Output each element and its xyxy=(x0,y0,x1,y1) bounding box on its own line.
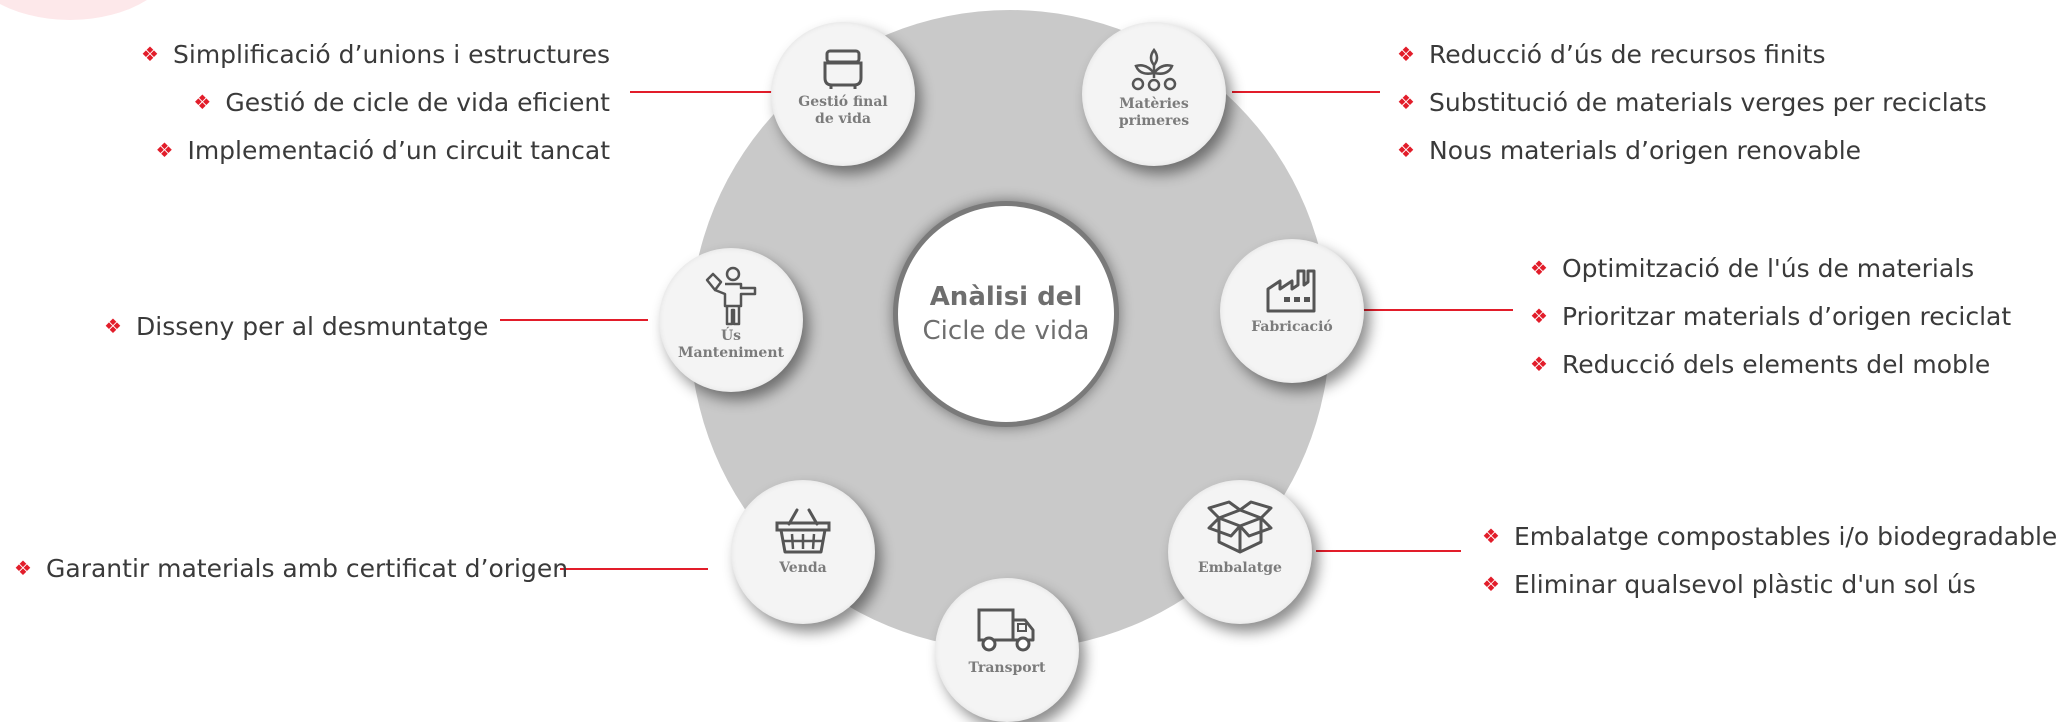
note-item: ❖ Substitució de materials verges per re… xyxy=(1395,78,1987,126)
note-item: ❖ Eliminar qualsevol plàstic d'un sol ús xyxy=(1480,560,2057,608)
diamond-bullet-icon: ❖ xyxy=(1530,256,1548,280)
node-label-materies: Matèries primeres xyxy=(1118,96,1190,129)
box-icon xyxy=(1207,500,1273,554)
note-item: ❖ Nous materials d’origen renovable xyxy=(1395,126,1987,174)
diamond-bullet-icon: ❖ xyxy=(193,90,212,114)
note-text: Embalatge compostables i/o biodegradable… xyxy=(1514,521,2057,551)
connector-us xyxy=(500,319,648,321)
notes-venda: ❖ Garantir materials amb certificat d’or… xyxy=(12,544,568,592)
note-text: Disseny per al desmuntatge xyxy=(136,311,489,341)
connector-embalatge xyxy=(1316,550,1461,552)
note-item: ❖ Disseny per al desmuntatge xyxy=(102,302,488,350)
notes-materies: ❖ Reducció d’ús de recursos finits ❖ Sub… xyxy=(1395,30,1987,174)
note-text: Nous materials d’origen renovable xyxy=(1429,135,1862,165)
connector-venda xyxy=(560,568,708,570)
diamond-bullet-icon: ❖ xyxy=(1530,304,1548,328)
notes-embalatge: ❖ Embalatge compostables i/o biodegradab… xyxy=(1480,512,2057,608)
connector-fabricacio xyxy=(1363,309,1513,311)
note-text: Optimització de l'ús de materials xyxy=(1562,253,1975,283)
node-label-transport: Transport xyxy=(968,660,1046,676)
diamond-bullet-icon: ❖ xyxy=(1530,352,1548,376)
note-item: ❖ Reducció d’ús de recursos finits xyxy=(1395,30,1987,78)
node-gestio-final[interactable]: Gestió final de vida xyxy=(771,22,915,166)
note-text: Eliminar qualsevol plàstic d'un sol ús xyxy=(1514,569,1976,599)
note-item: ❖ Gestió de cicle de vida eficient xyxy=(139,78,610,126)
diamond-bullet-icon: ❖ xyxy=(104,314,122,338)
notes-us: ❖ Disseny per al desmuntatge xyxy=(102,302,488,350)
basket-icon xyxy=(775,508,831,554)
corner-decoration xyxy=(0,0,180,20)
factory-icon xyxy=(1266,269,1316,313)
node-label-embalatge: Embalatge xyxy=(1198,560,1282,576)
person-icon xyxy=(705,266,757,326)
diamond-bullet-icon: ❖ xyxy=(1482,524,1500,548)
node-label-us: Ús Manteniment xyxy=(678,328,784,361)
bin-icon xyxy=(823,49,863,89)
center-subtitle: Cicle de vida xyxy=(922,316,1090,346)
note-item: ❖ Optimització de l'ús de materials xyxy=(1528,244,2011,292)
note-item: ❖ Embalatge compostables i/o biodegradab… xyxy=(1480,512,2057,560)
diamond-bullet-icon: ❖ xyxy=(1397,42,1415,66)
note-item: ❖ Implementació d’un circuit tancat xyxy=(139,126,610,174)
note-text: Reducció d’ús de recursos finits xyxy=(1429,39,1826,69)
note-item: ❖ Prioritzar materials d’origen reciclat xyxy=(1528,292,2011,340)
node-venda[interactable]: Venda xyxy=(731,480,875,624)
note-text: Garantir materials amb certificat d’orig… xyxy=(46,553,569,583)
note-text: Reducció dels elements del moble xyxy=(1562,349,1991,379)
note-item: ❖ Garantir materials amb certificat d’or… xyxy=(12,544,568,592)
note-item: ❖ Reducció dels elements del moble xyxy=(1528,340,2011,388)
truck-icon xyxy=(977,608,1035,652)
connector-gestio xyxy=(630,91,780,93)
node-label-gestio: Gestió final de vida xyxy=(798,94,888,127)
node-label-fabricacio: Fabricació xyxy=(1251,319,1333,335)
center-title: Anàlisi del xyxy=(929,282,1083,312)
notes-fabricacio: ❖ Optimització de l'ús de materials ❖ Pr… xyxy=(1528,244,2011,388)
diamond-bullet-icon: ❖ xyxy=(141,42,159,66)
node-embalatge[interactable]: Embalatge xyxy=(1168,480,1312,624)
connector-materies xyxy=(1232,91,1380,93)
node-transport[interactable]: Transport xyxy=(935,578,1079,722)
plant-icon xyxy=(1131,48,1177,92)
note-text: Prioritzar materials d’origen reciclat xyxy=(1562,301,2012,331)
node-label-venda: Venda xyxy=(779,560,827,576)
note-item: ❖ Simplificació d’unions i estructures xyxy=(139,30,610,78)
diamond-bullet-icon: ❖ xyxy=(14,556,32,580)
diamond-bullet-icon: ❖ xyxy=(1397,90,1415,114)
node-fabricacio[interactable]: Fabricació xyxy=(1220,239,1364,383)
node-us-manteniment[interactable]: Ús Manteniment xyxy=(659,248,803,392)
node-materies-primeres[interactable]: Matèries primeres xyxy=(1082,22,1226,166)
diamond-bullet-icon: ❖ xyxy=(1397,138,1415,162)
diamond-bullet-icon: ❖ xyxy=(155,138,174,162)
notes-gestio: ❖ Simplificació d’unions i estructures ❖… xyxy=(139,30,610,174)
note-text: Gestió de cicle de vida eficient xyxy=(225,87,610,117)
note-text: Simplificació d’unions i estructures xyxy=(173,39,610,69)
diamond-bullet-icon: ❖ xyxy=(1482,572,1500,596)
note-text: Substitució de materials verges per reci… xyxy=(1429,87,1987,117)
center-hub: Anàlisi del Cicle de vida xyxy=(893,201,1119,427)
note-text: Implementació d’un circuit tancat xyxy=(187,135,610,165)
